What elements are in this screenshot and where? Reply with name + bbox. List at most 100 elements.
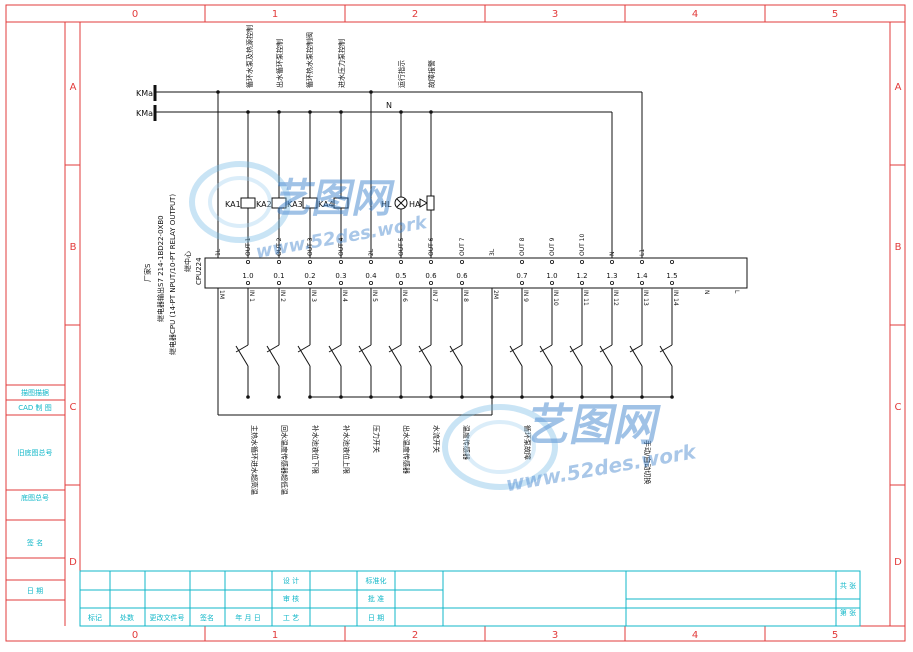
output-address-12: 1.3 [606,272,617,280]
top-func-6: 故障报警 [427,60,436,88]
switch-blade-4 [328,345,342,367]
title-block: 设 计 标准化 审 核 批 准 标记 处数 更改文件号 签名 年 月 日 工 艺… [79,570,861,627]
input-junction-14 [670,395,674,399]
side-block: 描图描据 CAD 制 图 旧底图总号 底图总号 签 名 日 期 [5,384,66,601]
ka1-label: KA1 [225,200,241,209]
hl-label: HL [381,200,392,209]
switch-top-2 [266,344,280,353]
switch-top-3 [297,344,311,353]
input-junction-11 [580,395,584,399]
bottom-terminal-12: IN 10 [552,290,559,306]
input-junction-8 [460,395,464,399]
bottom-func-2: 回水温度传感器超低温 [280,425,289,495]
address-dot-top-14 [670,259,675,264]
input-junction-1 [246,395,250,399]
address-dot-top-6 [398,259,403,264]
top-terminal-2: OUT 1 [245,237,252,256]
bottom-func-1: 主热水循环进水超高温 [250,425,259,495]
address-dot-bottom-7 [428,280,433,285]
bottom-terminal-18: L [733,290,740,294]
bottom-terminal-6: IN 5 [371,290,378,302]
col-1-bottom: 1 [272,630,278,641]
plc-title-line3: 继电器CPU (14-PT NPUT/10-PT RELAY OUTPUT) [168,194,177,355]
plc-title-line2: 继电器输出S7 214-1BD22-0XB0 [156,215,165,322]
top-terminal-7: OUT 5 [398,237,405,256]
tb-sign: 签名 [200,613,214,622]
junction-2m [490,395,494,399]
switch-blade-9 [509,345,523,367]
switch-blade-10 [539,345,553,367]
switch-blade-7 [418,345,432,367]
input-junction-9 [520,395,524,399]
plc-body [204,257,748,289]
switch-top-5 [358,344,372,353]
col-4-bottom: 4 [692,630,698,641]
bottom-terminal-3: IN 2 [279,290,286,302]
address-dot-bottom-11 [580,280,585,285]
watermark-brand-top: 艺图网 [269,174,399,221]
address-dot-top-3 [307,259,312,264]
plc-model-line1: CPU224 [195,257,203,285]
ka4-label: KA4 [318,200,334,209]
output-address-1: 1.0 [242,272,253,280]
switch-top-9 [509,344,523,353]
top-terminal-14: N [609,252,616,257]
address-dot-top-1 [245,259,250,264]
bottom-func-5: 压力开关 [372,425,381,453]
row-zone-letters: A B C D A B C D [69,82,902,568]
row-a-right: A [895,82,902,93]
bottom-terminal-2: IN 1 [248,290,255,302]
switch-top-10 [539,344,553,353]
ka2-label: KA2 [256,200,272,209]
output-address-9: 0.7 [516,272,527,280]
address-dot-bottom-8 [459,280,464,285]
bottom-function-labels: 主热水循环进水超高温 回水温度传感器超低温 补水池液位下限 补水池液位上限 压力… [250,425,652,495]
bottom-func-4: 补水池液位上限 [342,425,351,474]
address-dot-bottom-2 [276,280,281,285]
input-junction-12 [610,395,614,399]
input-wiring [217,288,674,416]
output-devices: KA1 KA2 KA3 KA4 HL HA [216,90,643,258]
tb-sheet-no: 第 张 [840,608,856,617]
address-dot-bottom-10 [550,280,555,285]
watermark-globe-icon [189,161,291,243]
bottom-terminal-8: IN 7 [431,290,438,302]
top-terminal-1: 1L [215,248,222,256]
kma2-label: KMa [136,109,153,118]
n-label: N [386,101,392,110]
switch-blade-8 [449,345,463,367]
input-junction-13 [640,395,644,399]
tb-standard: 标准化 [366,576,387,585]
switch-blade-5 [358,345,372,367]
bottom-func-7: 水流开关 [432,425,441,453]
col-5-bottom: 5 [832,630,838,641]
input-junction-10 [550,395,554,399]
switch-top-1 [235,344,249,353]
side-label-trace: 描图描据 [21,388,49,397]
watermark-top: 艺图网 www.52des.work [189,161,429,263]
row-a-left: A [70,82,77,93]
bottom-func-3: 补水池液位下限 [311,425,320,474]
switch-top-12 [599,344,613,353]
switch-blade-13 [629,345,643,367]
kma1-label: KMa [136,89,153,98]
col-4-top: 4 [692,9,698,20]
bottom-func-9: 循环泵故障 [523,425,532,460]
address-dot-top-12 [610,259,615,264]
side-label-number: 底图总号 [21,493,49,502]
bottom-terminal-13: IN 11 [582,290,589,306]
side-label-date: 日 期 [27,587,43,595]
ka3-label: KA3 [287,200,303,209]
address-dot-top-4 [338,259,343,264]
address-dot-top-13 [640,259,645,264]
top-terminal-3: OUT 2 [276,237,283,256]
bottom-terminal-4: IN 3 [310,290,317,302]
output-address-7: 0.6 [425,272,437,280]
bottom-func-6: 出水温度传感器 [402,425,411,474]
top-terminal-12: OUT 9 [549,237,556,256]
output-address-6: 0.5 [395,272,406,280]
top-terminal-8: OUT 6 [428,237,435,256]
